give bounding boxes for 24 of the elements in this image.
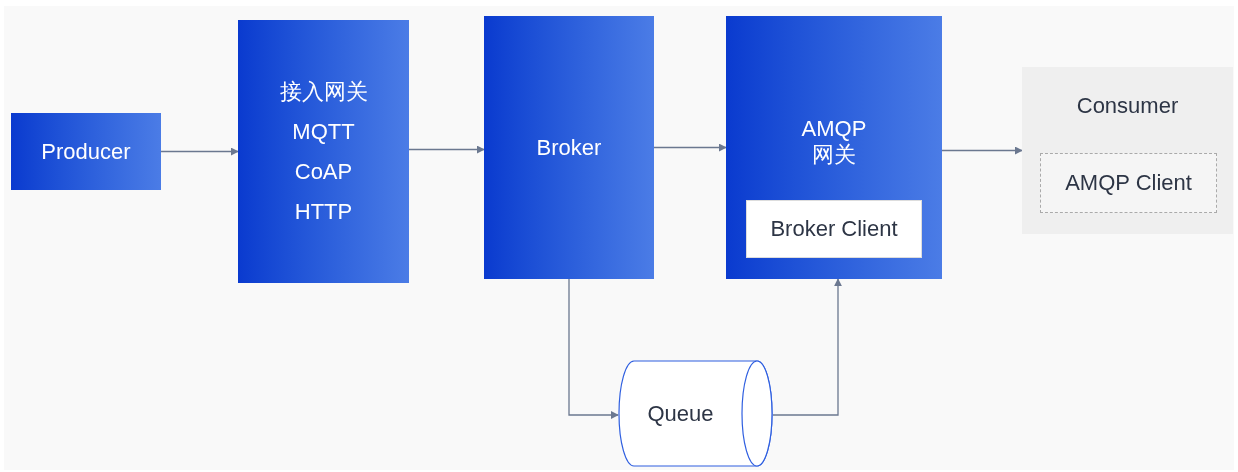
component-box bbox=[746, 200, 922, 258]
node-label: Consumer bbox=[1076, 93, 1179, 119]
node-label: CoAP bbox=[294, 158, 353, 185]
component-box bbox=[1040, 153, 1217, 213]
process-box bbox=[238, 20, 409, 283]
node-label: Queue bbox=[647, 400, 714, 428]
node-label: Producer bbox=[41, 138, 131, 165]
node-label: AMQP 网关 bbox=[800, 116, 868, 168]
node-label: Broker bbox=[536, 134, 602, 161]
process-box bbox=[11, 113, 161, 190]
arrow bbox=[941, 146, 1023, 155]
arrow bbox=[772, 278, 842, 416]
node-label: MQTT bbox=[292, 118, 355, 145]
group-box bbox=[1022, 67, 1233, 234]
process-box bbox=[726, 16, 942, 279]
process-box bbox=[484, 16, 654, 279]
node-label: 接入网关 bbox=[279, 78, 368, 105]
arrow bbox=[408, 145, 485, 154]
node-label: Broker Client bbox=[770, 216, 898, 242]
arrow bbox=[568, 278, 619, 419]
arrow bbox=[160, 147, 239, 156]
node-label: HTTP bbox=[294, 198, 353, 225]
arrow bbox=[653, 143, 727, 152]
node-label: AMQP Client bbox=[1065, 170, 1192, 196]
